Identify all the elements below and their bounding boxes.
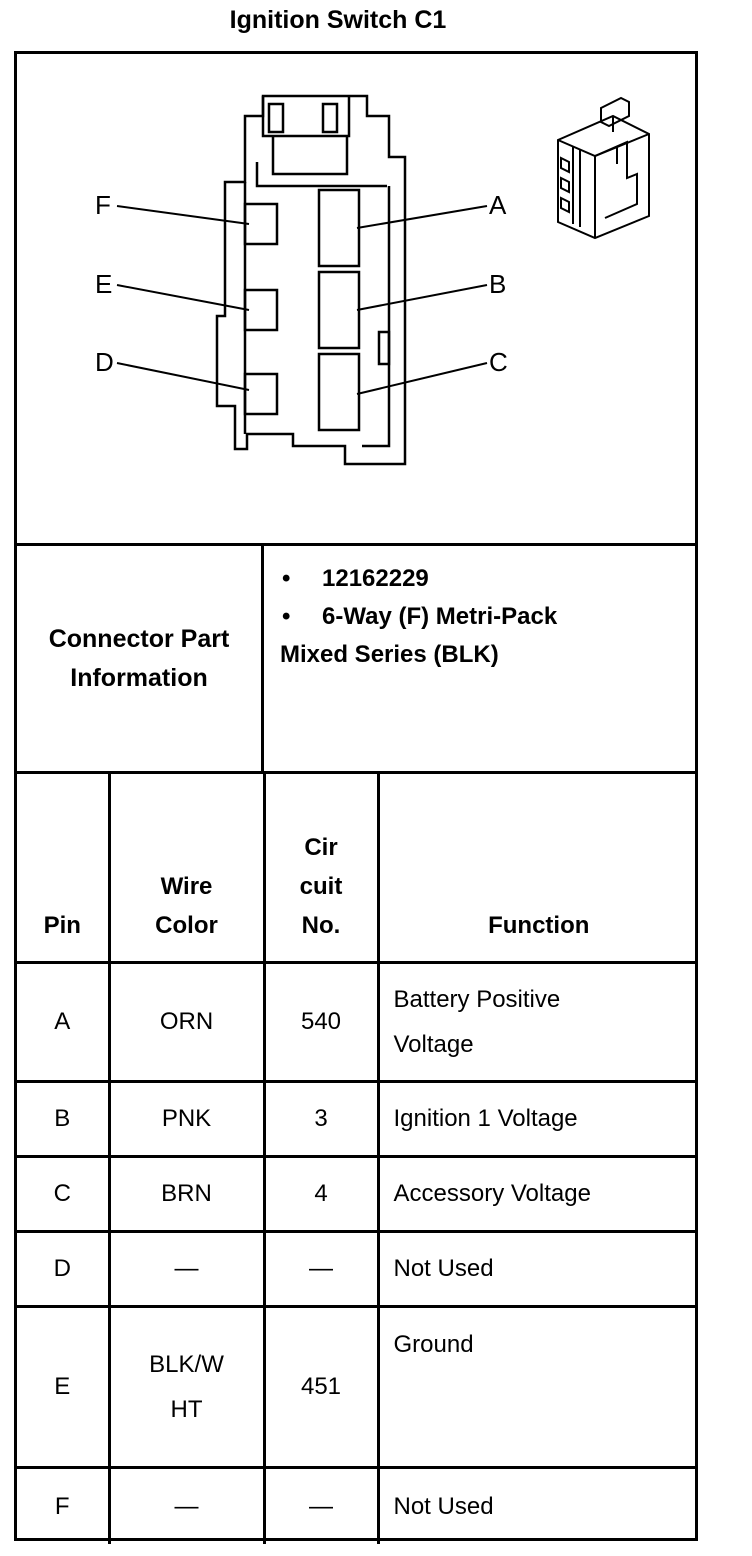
cavity-label-d: D bbox=[95, 347, 114, 377]
table-row: C BRN 4 Accessory Voltage bbox=[17, 1154, 698, 1233]
header-wire-line1: Wire bbox=[160, 872, 213, 900]
connector-body bbox=[215, 94, 407, 466]
connector-part-info: Connector Part Information • 12162229 • 6-… bbox=[17, 546, 695, 774]
cavity-label-e: E bbox=[95, 269, 112, 299]
cavity-f bbox=[243, 202, 279, 246]
cavity-label-b: B bbox=[489, 269, 506, 299]
header-circuit-line3: No. bbox=[301, 911, 341, 939]
connector-table-frame: F E D A B C bbox=[14, 51, 698, 1544]
function-cell: Battery Positive Voltage bbox=[376, 960, 698, 1083]
wire-color-cell: BLK/W HT bbox=[107, 1304, 266, 1469]
cavity-label-f: F bbox=[95, 190, 111, 220]
wire-color-line2: HT bbox=[170, 1395, 203, 1423]
connector-part-info-body: • 12162229 • 6-Way (F) Metri-Pack Mixed Se… bbox=[280, 560, 557, 674]
wire-color-line1: BLK/W bbox=[149, 1350, 224, 1378]
cavity-b bbox=[317, 270, 361, 350]
header-circuit-line2: cuit bbox=[299, 872, 343, 900]
wire-color-cell: — bbox=[107, 1229, 266, 1308]
cavity-group bbox=[243, 188, 361, 432]
header-function: Function bbox=[376, 774, 698, 964]
table-row: D — — Not Used bbox=[17, 1229, 698, 1308]
connector-diagram: F E D A B C bbox=[17, 54, 695, 546]
pin-cell: F bbox=[17, 1465, 111, 1544]
function-cell: Not Used bbox=[376, 1229, 698, 1308]
cavity-d bbox=[243, 372, 279, 416]
wire-color-cell: ORN bbox=[107, 960, 266, 1083]
circuit-cell: 3 bbox=[262, 1079, 380, 1158]
bullet-icon: • bbox=[282, 565, 291, 592]
pin-cell: E bbox=[17, 1304, 111, 1469]
function-line1: Battery Positive bbox=[393, 985, 561, 1013]
header-pin: Pin bbox=[17, 774, 111, 964]
cavity-a bbox=[317, 188, 361, 268]
header-wire-color: Wire Color bbox=[107, 774, 266, 964]
leader-lines bbox=[116, 205, 488, 395]
wire-color-cell: PNK bbox=[107, 1079, 266, 1158]
header-wire-line2: Color bbox=[155, 911, 218, 939]
table-row: B PNK 3 Ignition 1 Voltage bbox=[17, 1079, 698, 1158]
pin-cell: A bbox=[17, 960, 111, 1083]
info-label-line1: Connector Part bbox=[48, 624, 230, 653]
connector-part-info-label: Connector Part Information bbox=[17, 546, 264, 771]
circuit-cell: — bbox=[262, 1229, 380, 1308]
cavity-e bbox=[243, 288, 279, 332]
connector-iso-icon bbox=[557, 96, 650, 240]
circuit-cell: 4 bbox=[262, 1154, 380, 1233]
connector-face-drawing: F E D A B C bbox=[95, 94, 650, 466]
table-row: E BLK/W HT 451 Ground bbox=[17, 1304, 698, 1469]
info-label-line2: Information bbox=[70, 663, 208, 692]
function-cell: Not Used bbox=[376, 1465, 698, 1544]
table-header-row: Pin Wire Color Cir cuit No. Function bbox=[17, 774, 698, 964]
bullet-icon: • bbox=[282, 603, 291, 630]
function-cell: Accessory Voltage bbox=[376, 1154, 698, 1233]
circuit-cell: — bbox=[262, 1465, 380, 1544]
function-cell: Ignition 1 Voltage bbox=[376, 1079, 698, 1158]
connector-description-line2: Mixed Series (BLK) bbox=[280, 641, 499, 668]
pinout-table: Pin Wire Color Cir cuit No. Function A O… bbox=[17, 774, 698, 1544]
page-title: Ignition Switch C1 bbox=[229, 6, 447, 34]
connector-description-line1: 6-Way (F) Metri-Pack bbox=[322, 603, 558, 630]
wire-color-cell: BRN bbox=[107, 1154, 266, 1233]
table-row: A ORN 540 Battery Positive Voltage bbox=[17, 960, 698, 1083]
header-circuit-line1: Cir bbox=[304, 833, 338, 861]
cavity-c bbox=[317, 352, 361, 432]
header-circuit-no: Cir cuit No. bbox=[262, 774, 380, 964]
circuit-cell: 451 bbox=[262, 1304, 380, 1469]
pin-cell: B bbox=[17, 1079, 111, 1158]
wire-color-cell: — bbox=[107, 1465, 266, 1544]
cavity-label-a: A bbox=[489, 190, 507, 220]
pin-cell: D bbox=[17, 1229, 111, 1308]
function-line2: Voltage bbox=[393, 1030, 474, 1058]
pin-cell: C bbox=[17, 1154, 111, 1233]
part-number: 12162229 bbox=[322, 565, 429, 592]
cavity-label-c: C bbox=[489, 347, 508, 377]
function-cell: Ground bbox=[376, 1304, 698, 1469]
circuit-cell: 540 bbox=[262, 960, 380, 1083]
table-row: F — — Not Used bbox=[17, 1465, 698, 1544]
